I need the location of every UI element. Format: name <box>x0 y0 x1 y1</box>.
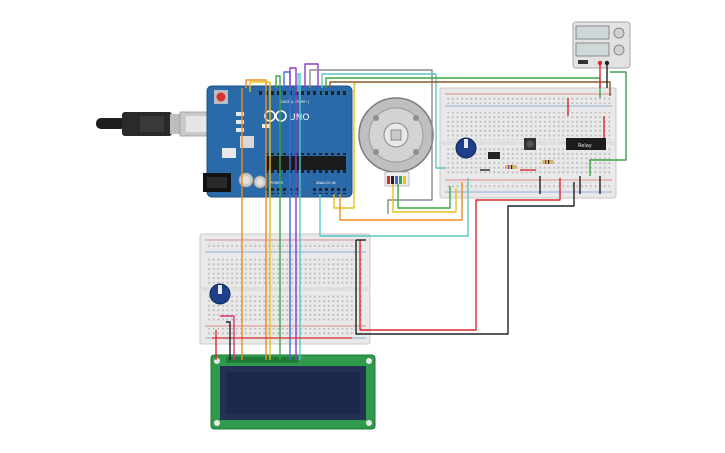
positive-terminal[interactable] <box>597 60 603 66</box>
wire-cyan-lcd <box>297 73 301 360</box>
wire-yellow-motor <box>333 83 356 209</box>
wire-orange-lcd <box>245 79 267 360</box>
lcd-display[interactable] <box>210 354 376 430</box>
pushbutton[interactable] <box>524 138 536 150</box>
transistor[interactable] <box>488 152 500 159</box>
current-knob[interactable] <box>613 44 625 56</box>
lcd-screen <box>226 372 360 414</box>
relay-ic[interactable]: Relay <box>566 138 606 150</box>
wire-red-vcc <box>359 178 561 331</box>
power-header-label: POWER <box>270 181 284 185</box>
potentiometer-right[interactable] <box>455 137 477 159</box>
negative-terminal[interactable] <box>604 60 610 66</box>
resistor-2 <box>542 160 554 164</box>
digital-header-label: DIGITAL (PWM~) <box>280 100 310 104</box>
wire-orange-encoder <box>339 182 463 221</box>
wire-yellow-lcd <box>249 81 271 360</box>
dc-motor[interactable] <box>358 97 434 187</box>
reset-button[interactable] <box>216 92 226 102</box>
wire-black-ground <box>355 182 575 335</box>
potentiometer-left[interactable] <box>209 283 231 305</box>
wire-green-relay <box>589 71 627 176</box>
current-display <box>575 42 610 57</box>
wire-yellow-encoder <box>392 184 457 213</box>
wire-green-lcd <box>275 75 281 360</box>
wire-brown-supply <box>329 81 611 96</box>
board-brand: UNO <box>289 113 309 123</box>
wire-cyan-pot <box>319 178 469 237</box>
wires <box>212 63 627 360</box>
voltage-knob[interactable] <box>613 27 625 39</box>
resistor-1 <box>505 165 517 169</box>
wire-purple-lcd <box>289 67 297 360</box>
wire-gray-encoder <box>309 69 433 214</box>
wire-green-encoder <box>397 184 451 209</box>
voltage-display <box>575 25 610 40</box>
power-supply[interactable] <box>572 21 631 69</box>
analog-header-label: ANALOG IN <box>316 181 336 185</box>
relay-ic-label: Relay <box>578 143 592 149</box>
atmega-chip <box>266 156 346 170</box>
wire-purple-top <box>304 63 319 88</box>
wire-blue-lcd <box>283 71 291 360</box>
wire-cyan-right <box>321 73 446 169</box>
wire-pink-contrast <box>220 315 235 360</box>
arduino-uno-board[interactable]: DIGITAL (PWM~) UNO ANALOG IN POWER <box>203 85 353 198</box>
usb-cable <box>96 111 215 137</box>
